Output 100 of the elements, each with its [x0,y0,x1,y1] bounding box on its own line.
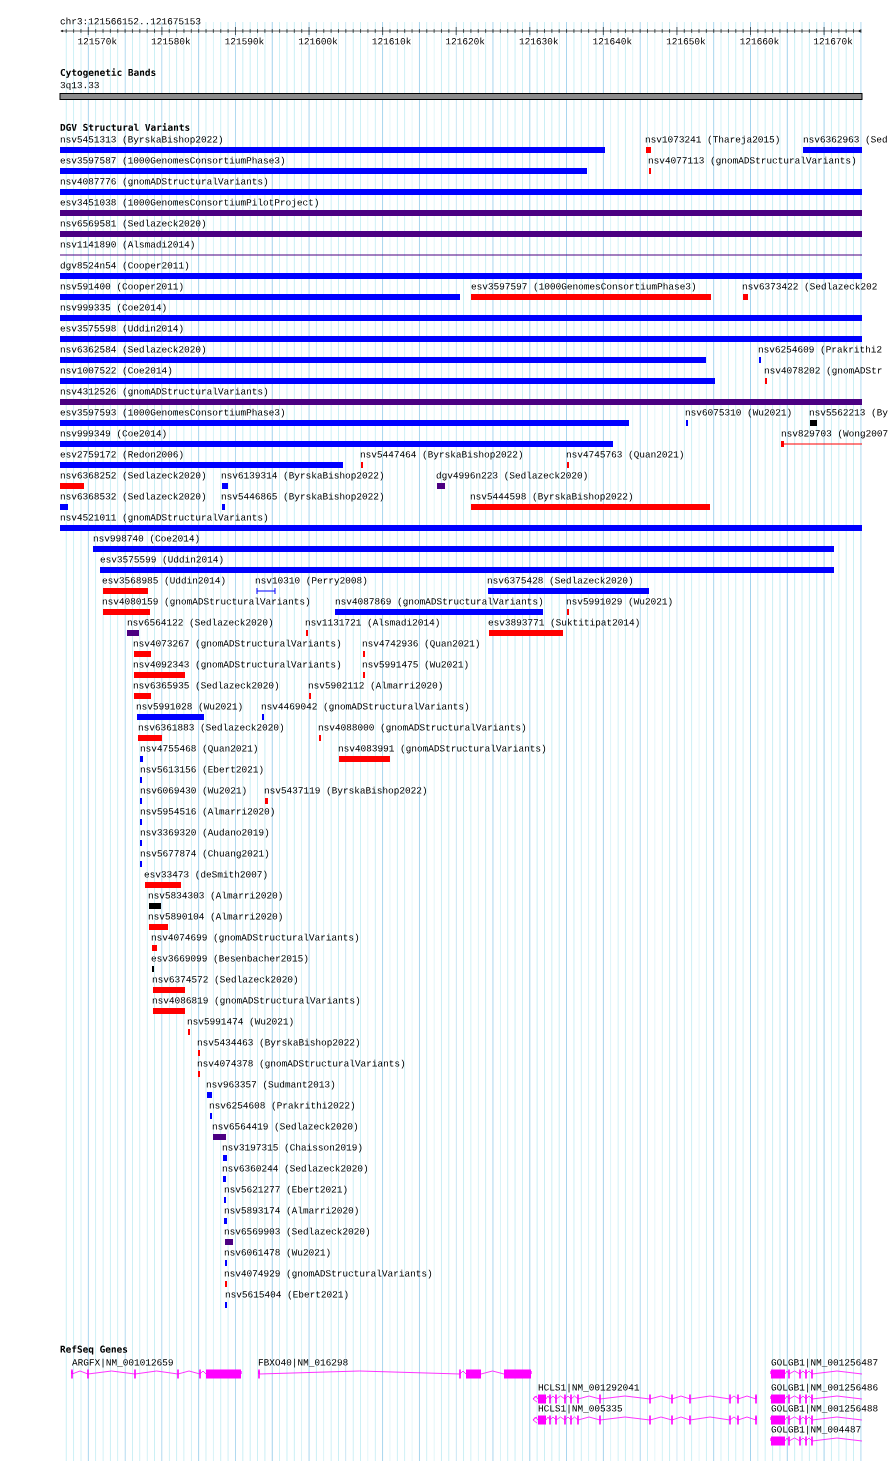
variant-label: nsv4074699 (gnomADStructuralVariants) [151,933,359,943]
variant-bar [265,798,268,804]
gene-label: GOLGB1|NM_001256487 [771,1358,878,1368]
variant-bar [60,210,862,216]
variant-label: nsv5444598 (ByrskaBishop2022) [470,492,632,502]
variant-label: nsv6368532 (Sedlazeck2020) [60,492,206,502]
variant-label: esv33473 (deSmith2007) [144,870,267,880]
variant-bar [145,882,181,888]
variant-bar [60,168,587,174]
variant-bar [224,1218,227,1224]
band-label: 3q13.33 [60,81,99,91]
variant-bar [60,378,715,384]
variant-label: nsv1073241 (Thareja2015) [645,135,779,145]
variant-label: nsv6373422 (Sedlazeck202 [742,282,877,292]
variant-label: nsv6075310 (Wu2021) [685,408,791,418]
variant-label: nsv4755468 (Quan2021) [140,744,257,754]
variant-label: nsv5991474 (Wu2021) [187,1017,293,1027]
variant-bar [335,609,543,615]
variant-bar [60,483,84,489]
tick-label: 121640k [592,37,633,45]
variant-bar [471,504,710,510]
variant-bar [60,315,862,321]
variant-label: nsv6374572 (Sedlazeck2020) [152,975,298,985]
variant-label: nsv6360244 (Sedlazeck2020) [222,1164,368,1174]
variant-label: nsv5434463 (ByrskaBishop2022) [197,1038,359,1048]
variant-bar [488,588,649,594]
variant-bar [134,651,151,657]
variant-bar [127,630,139,636]
variant-bar [60,357,706,363]
variant-label: esv3597587 (1000GenomesConsortiumPhase3) [60,156,284,166]
variant-label: nsv5954516 (Almarri2020) [140,807,274,817]
variant-label: nsv4088000 (gnomADStructuralVariants) [318,723,526,733]
variant-bar [743,294,748,300]
variant-label: nsv6368252 (Sedlazeck2020) [60,471,206,481]
variant-bar [810,420,817,426]
gene-model [770,1415,863,1425]
variant-bar [60,273,862,279]
variant-bar [60,189,862,195]
track-heading: DGV Structural Variants [60,123,190,131]
gene-model [532,1394,757,1404]
variant-bar [646,147,651,153]
variant-label: esv3597593 (1000GenomesConsortiumPhase3) [60,408,284,418]
variant-label: esv3568985 (Uddin2014) [102,576,225,586]
variant-label: nsv5446865 (ByrskaBishop2022) [221,492,383,502]
variant-label: nsv4078202 (gnomADStr [764,366,882,376]
variant-label: nsv6375428 (Sedlazeck2020) [487,576,633,586]
variant-label: nsv4086819 (gnomADStructuralVariants) [152,996,360,1006]
variant-bar [60,336,862,342]
variant-label: nsv6061478 (Wu2021) [224,1248,330,1258]
variant-label: nsv6564122 (Sedlazeck2020) [127,618,273,628]
variant-label: nsv963357 (Sudmant2013) [206,1080,335,1090]
variant-bar [103,588,148,594]
variant-label: nsv5991028 (Wu2021) [136,702,242,712]
variant-bar [803,147,862,153]
variant-label: nsv1141890 (Alsmadi2014) [60,240,194,250]
variant-label: nsv6361883 (Sedlazeck2020) [138,723,284,733]
variant-bar [140,756,143,762]
variant-label: nsv4083991 (gnomADStructuralVariants) [338,744,546,754]
variant-label: nsv4521011 (gnomADStructuralVariants) [60,513,268,523]
variant-bar [60,420,629,426]
gene-label: HCLS1|NM_005335 [538,1404,622,1414]
variant-bar [60,462,343,468]
variant-bar [134,693,151,699]
variant-bar [60,525,862,531]
variant-bar [222,504,225,510]
variant-bar [489,630,563,636]
gene-model [770,1394,863,1404]
gene-model [71,1369,242,1379]
variant-label: nsv6362963 (Sed [803,135,887,145]
variant-bar [207,1092,212,1098]
variant-label: nsv5834303 (Almarri2020) [148,891,282,901]
gene-label: GOLGB1|NM_001256486 [771,1383,878,1393]
variant-label: nsv6254609 (Prakrithi2 [758,345,882,355]
variant-label: esv2759172 (Redon2006) [60,450,183,460]
track-heading: RefSeq Genes [60,1345,128,1355]
cytoband-bar [59,93,863,100]
variant-label: nsv5562213 (By [809,408,888,418]
variant-label: nsv4745763 (Quan2021) [566,450,683,460]
variant-label: dgv8524n54 (Cooper2011) [60,261,189,271]
variant-bar [60,399,862,405]
variant-label: nsv5991029 (Wu2021) [566,597,672,607]
variant-label: nsv5613156 (Ebert2021) [140,765,263,775]
variant-label: nsv4742936 (Quan2021) [362,639,479,649]
variant-label: nsv6569903 (Sedlazeck2020) [224,1227,370,1237]
variant-label: nsv10310 (Perry2008) [255,576,367,586]
variant-label: nsv4073267 (gnomADStructuralVariants) [133,639,341,649]
tick-label: 121620k [444,37,486,45]
variant-bar [149,903,161,909]
variant-label: nsv6362584 (Sedlazeck2020) [60,345,206,355]
variant-label: esv3597597 (1000GenomesConsortiumPhase3) [471,282,695,292]
variant-label: dgv4996n223 (Sedlazeck2020) [436,471,587,481]
variant-bar [60,441,613,447]
variant-label: nsv5991475 (Wu2021) [362,660,468,670]
variant-bar [339,756,390,762]
variant-label: nsv5447464 (ByrskaBishop2022) [360,450,522,460]
variant-bar [153,1008,185,1014]
tick-label: 121570k [77,37,118,45]
variant-bar [223,1155,227,1161]
variant-label: nsv4077113 (gnomADStructuralVariants) [648,156,856,166]
variant-label: nsv3197315 (Chaisson2019) [222,1143,362,1153]
